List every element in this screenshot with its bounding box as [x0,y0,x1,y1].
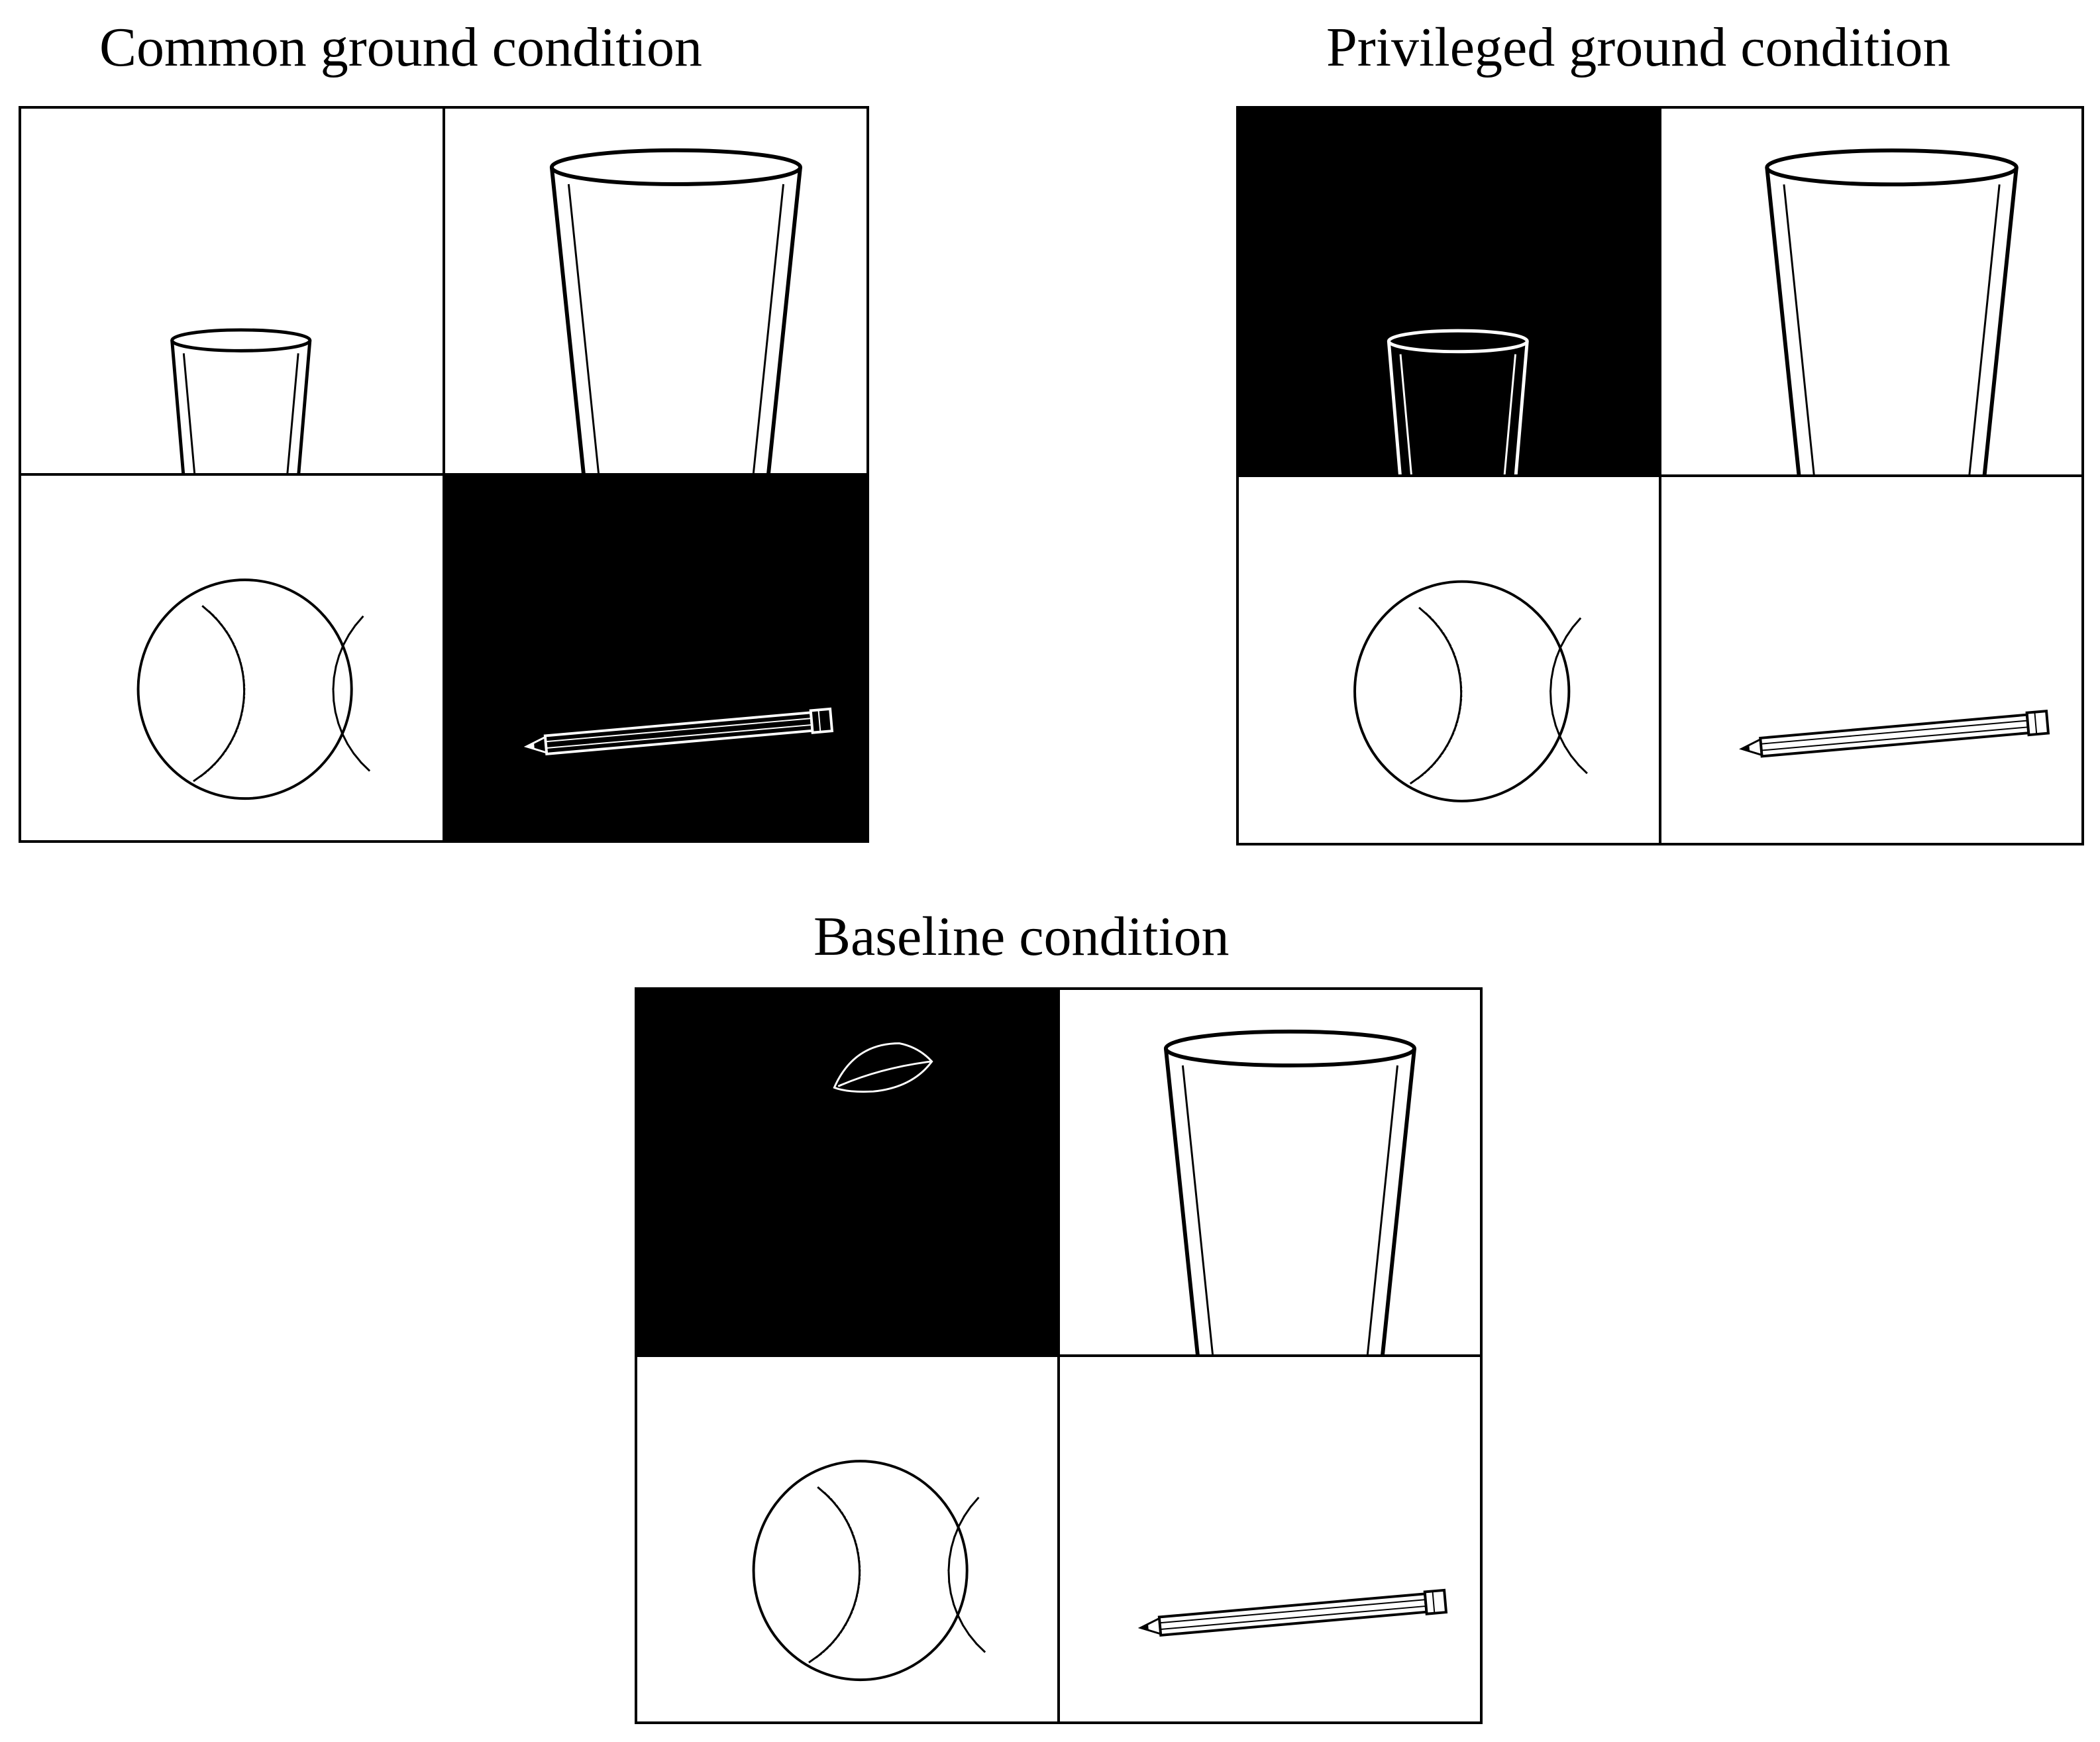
small-glass-icon [170,328,312,473]
large-glass-icon [1765,148,2019,474]
cell-baseball [21,476,443,840]
cell-large-glass [1060,990,1480,1354]
cell-apple [637,990,1057,1354]
panel-baseline [635,987,1483,1724]
pencil-icon [1137,1588,1448,1637]
cell-baseball [1239,477,1659,843]
pencil-icon [1739,709,2050,758]
cell-large-glass [1661,109,2081,474]
panel-title-baseline: Baseline condition [814,906,1230,967]
panel-common-ground [19,106,869,843]
baseball-icon [752,1460,986,1682]
large-glass-icon [1163,1029,1416,1354]
large-glass-icon [549,148,802,473]
panel-privileged-ground [1236,106,2084,845]
panel-title-privileged-ground: Privileged ground condition [1326,17,1951,78]
cell-baseball [637,1357,1057,1721]
pencil-icon [523,707,834,755]
baseball-icon [136,578,371,800]
panel-title-common-ground: Common ground condition [99,17,702,78]
cell-large-glass [445,109,866,473]
cell-pencil [1060,1357,1480,1721]
cell-small-glass [1239,109,1659,474]
cell-pencil [1661,477,2081,843]
small-glass-icon [1387,329,1529,474]
cell-pencil [445,476,866,840]
apple-icon [737,1042,933,1278]
cell-small-glass [21,109,443,473]
baseball-icon [1353,580,1588,802]
